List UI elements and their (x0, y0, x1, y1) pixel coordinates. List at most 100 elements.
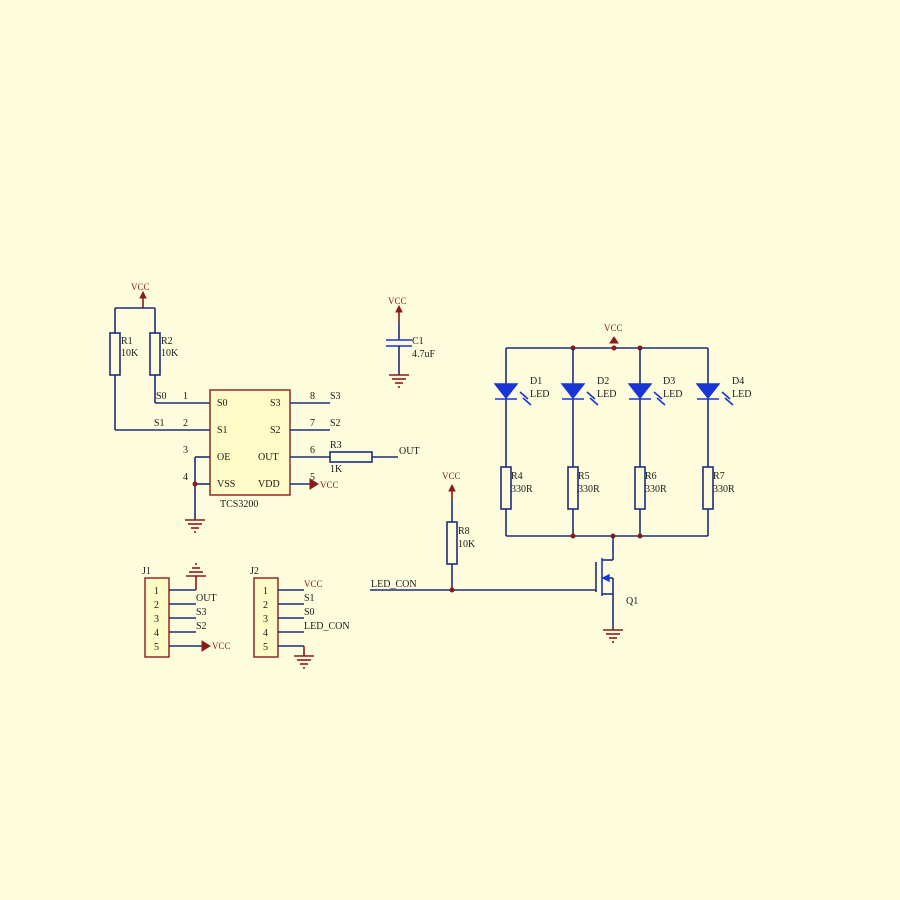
d3-led-icon (627, 383, 653, 400)
r8-value: 10K (458, 539, 476, 550)
j2-signal-vcc: VCC (304, 579, 323, 589)
net-s1-label: S1 (154, 418, 165, 429)
r5-value: 330R (578, 484, 600, 495)
c1-capacitor-group: VCC C1 4.7uF (386, 296, 436, 388)
pin-4-num: 4 (183, 472, 188, 483)
ground-icon (603, 629, 623, 643)
r2-value: 10K (161, 348, 179, 359)
ic-body (209, 389, 291, 496)
pin-s0-label: S0 (217, 398, 228, 409)
r1-r2-pullup-group: VCC R1 10K R2 10K S0 S1 (109, 282, 210, 431)
net-s2-label: S2 (330, 418, 341, 429)
r8-ref: R8 (458, 526, 470, 537)
j1-header: J1 1 2 3 4 5 OUT S3 S2 VCC (142, 563, 231, 658)
ground-icon (294, 655, 314, 669)
r1-resistor (109, 332, 121, 376)
r7-resistor (702, 466, 714, 510)
pin-1-num: 1 (183, 391, 188, 402)
j2-signal-ledcon: LED_CON (304, 621, 350, 632)
r6-value: 330R (645, 484, 667, 495)
r5-resistor (567, 466, 579, 510)
vdd-vcc-label: VCC (320, 480, 339, 490)
r3-ref: R3 (330, 440, 342, 451)
net-ledcon-label: LED_CON (371, 579, 417, 590)
d1-led-icon (493, 383, 519, 400)
vcc-label-c1: VCC (388, 296, 407, 306)
j1-pin-1: 1 (154, 586, 159, 597)
vcc-arrow-icon (448, 483, 456, 492)
r4-value: 330R (511, 484, 533, 495)
r6-ref: R6 (645, 471, 657, 482)
r4-ref: R4 (511, 471, 523, 482)
r3-value: 1K (330, 464, 343, 475)
j2-header: J2 1 2 3 4 5 VCC S1 S0 LED_CON (250, 566, 350, 669)
q1-ref: Q1 (626, 596, 638, 607)
r2-resistor (149, 332, 161, 376)
net-s3-label: S3 (330, 391, 341, 402)
vcc-arrow-icon (395, 304, 403, 313)
j2-pin-2: 2 (263, 600, 268, 611)
vcc-arrow-icon (139, 290, 147, 299)
r4-resistor (500, 466, 512, 510)
pin-2-num: 2 (183, 418, 188, 429)
ground-icon (389, 374, 409, 388)
c1-ref: C1 (412, 336, 424, 347)
q1-driver-group: Q1 VCC R8 10K LED_CON (370, 471, 638, 643)
j2-ref: J2 (250, 566, 259, 577)
j2-pin-1: 1 (263, 586, 268, 597)
d4-led-icon (695, 383, 721, 400)
c1-value: 4.7uF (412, 349, 436, 360)
j1-pin-5: 5 (154, 642, 159, 653)
j1-signal-vcc: VCC (212, 641, 231, 651)
ic-name: TCS3200 (220, 499, 258, 510)
r2-ref: R2 (161, 336, 173, 347)
j2-signal-s1: S1 (304, 593, 315, 604)
r1-ref: R1 (121, 336, 133, 347)
vcc-label-leds: VCC (604, 323, 623, 333)
vcc-arrow-icon (609, 336, 619, 344)
r6-resistor (634, 466, 646, 510)
r3-resistor (329, 451, 373, 463)
r7-ref: R7 (713, 471, 725, 482)
pin-5-num: 5 (310, 472, 315, 483)
pin-s1-label: S1 (217, 425, 228, 436)
vcc-arrow-icon (309, 478, 319, 490)
j1-pin-2: 2 (154, 600, 159, 611)
j1-signal-out: OUT (196, 593, 217, 604)
pin-vdd-label: VDD (258, 479, 280, 490)
pin-8-num: 8 (310, 391, 315, 402)
vcc-label-r8: VCC (442, 471, 461, 481)
net-out-label: OUT (399, 446, 420, 457)
pin-out-label: OUT (258, 452, 279, 463)
net-s0-label: S0 (156, 391, 167, 402)
d2-ref: D2 (597, 376, 609, 387)
vcc-arrow-icon (201, 640, 211, 652)
j2-pin-4: 4 (263, 628, 268, 639)
pin-6-num: 6 (310, 445, 315, 456)
r5-ref: R5 (578, 471, 590, 482)
r7-value: 330R (713, 484, 735, 495)
j1-body (144, 577, 170, 658)
q1-arrow-icon (601, 573, 610, 583)
vcc-label-r1r2: VCC (131, 282, 150, 292)
j1-pin-3: 3 (154, 614, 159, 625)
j1-ref: J1 (142, 566, 151, 577)
pin-oe-label: OE (217, 452, 230, 463)
j1-signal-s2: S2 (196, 621, 207, 632)
ground-icon (185, 519, 205, 533)
d4-ref: D4 (732, 376, 744, 387)
j1-pin-4: 4 (154, 628, 159, 639)
j2-signal-s0: S0 (304, 607, 315, 618)
d3-label: LED (663, 389, 682, 400)
d1-ref: D1 (530, 376, 542, 387)
d3-ref: D3 (663, 376, 675, 387)
ground-icon (186, 563, 206, 577)
pin-3-num: 3 (183, 445, 188, 456)
d4-label: LED (732, 389, 751, 400)
pin-s2-label: S2 (270, 425, 281, 436)
j2-pin-5: 5 (263, 642, 268, 653)
pin-vss-label: VSS (217, 479, 235, 490)
d2-led-icon (560, 383, 586, 400)
d2-label: LED (597, 389, 616, 400)
tcs3200-chip: TCS3200 1 2 3 4 S0 S1 OE VSS 8 7 6 5 S3 … (183, 389, 420, 533)
